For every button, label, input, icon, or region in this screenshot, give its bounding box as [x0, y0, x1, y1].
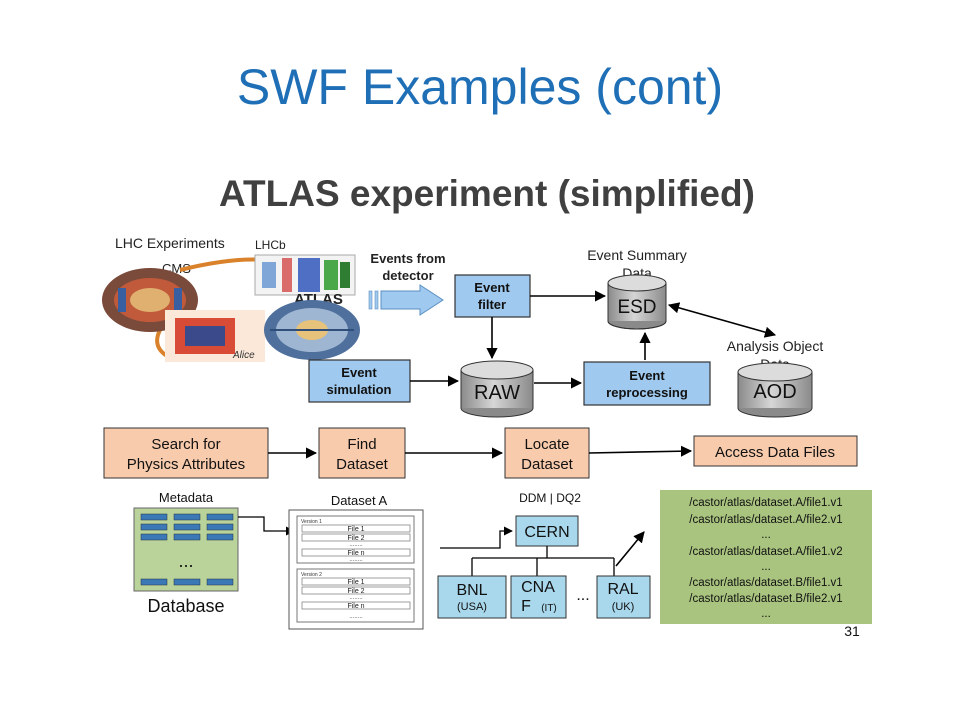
lhcb-label: LHCb — [255, 238, 286, 252]
metadata-label: Metadata — [159, 490, 214, 505]
raw-label: RAW — [474, 382, 520, 404]
slide-title: SWF Examples (cont) — [236, 59, 724, 115]
svg-text:........: ........ — [349, 595, 363, 601]
svg-text:File n: File n — [347, 603, 364, 610]
file-path-2: ... — [761, 529, 771, 541]
esd-caption-line1: Event Summary — [587, 247, 687, 263]
database-label: Database — [147, 596, 224, 616]
event-simulation-line2: simulation — [326, 382, 391, 397]
svg-text:Version 1: Version 1 — [301, 519, 322, 525]
svg-text:........: ........ — [349, 557, 363, 563]
alice-label: Alice — [232, 350, 255, 361]
file-path-6: /castor/atlas/dataset.B/file2.v1 — [689, 593, 842, 605]
event-filter-box — [454, 274, 531, 318]
aod-caption-line1: Analysis Object — [727, 338, 824, 354]
esd-cylinder — [607, 274, 667, 330]
access-data-files-box — [693, 435, 858, 467]
cnaf-sub-label: (IT) — [541, 603, 557, 614]
metadata-database — [133, 507, 239, 592]
search-line1: Search for — [151, 436, 220, 453]
svg-text:........: ........ — [349, 542, 363, 548]
locate-line2: Dataset — [521, 456, 574, 473]
svg-text:File n: File n — [347, 550, 364, 557]
event-simulation-box — [308, 359, 411, 403]
processing-flow-arrows — [410, 290, 777, 389]
ral-sub-label: (UK) — [612, 601, 635, 613]
ral-site-box — [596, 575, 651, 619]
alice-detector-image: Alice — [165, 310, 265, 362]
site-to-paths-arrow — [615, 531, 645, 567]
svg-text:........: ........ — [349, 614, 363, 620]
db-to-dataset-arrow — [238, 516, 295, 536]
file-path-3: /castor/atlas/dataset.A/file1.v2 — [689, 546, 842, 558]
locate-line1: Locate — [524, 436, 569, 453]
aod-label: AOD — [753, 381, 796, 403]
cern-site-box — [515, 515, 579, 547]
event-filter-line1: Event — [474, 280, 510, 295]
svg-text:File 2: File 2 — [347, 535, 364, 542]
detector-to-filter-arrow — [368, 284, 444, 316]
svg-text:File 2: File 2 — [347, 588, 364, 595]
atlas-detector-image — [264, 300, 360, 360]
dataset-version-2: Version 2 File 1 File 2 ........ File n … — [296, 568, 415, 623]
events-from-detector-line2: detector — [382, 268, 433, 283]
search-physics-box — [103, 427, 269, 479]
site-tree-lines — [471, 546, 615, 576]
aod-cylinder — [737, 362, 813, 418]
event-reprocessing-box — [583, 361, 711, 406]
find-line2: Dataset — [336, 456, 389, 473]
cnaf-label-line2: F — [521, 598, 531, 615]
bnl-site-box — [437, 575, 507, 619]
lhc-experiments-label: LHC Experiments — [115, 235, 225, 251]
figure-heading: ATLAS experiment (simplified) — [219, 173, 755, 214]
raw-cylinder — [460, 360, 534, 418]
svg-text:Version 2: Version 2 — [301, 572, 322, 578]
find-line1: Find — [347, 436, 376, 453]
cern-label: CERN — [524, 524, 569, 541]
event-reprocessing-line2: reprocessing — [606, 385, 688, 400]
file-path-4: ... — [761, 561, 771, 573]
database-ellipsis: ... — [178, 551, 193, 571]
file-paths-box — [660, 490, 872, 624]
events-from-detector-line1: Events from — [370, 251, 445, 266]
search-line2: Physics Attributes — [127, 456, 245, 473]
event-reprocessing-line1: Event — [629, 368, 665, 383]
ddm-label: DDM | DQ2 — [519, 491, 581, 505]
detector-photo-collage: LHC Experiments LHCb CMS ATLAS Ali — [102, 235, 360, 362]
event-filter-line2: filter — [478, 297, 506, 312]
svg-text:File 1: File 1 — [347, 526, 364, 533]
lhcb-detector-image — [254, 254, 356, 296]
locate-dataset-box — [504, 427, 590, 479]
ral-label: RAL — [607, 581, 638, 598]
file-path-5: /castor/atlas/dataset.B/file1.v1 — [689, 577, 842, 589]
dataset-a-label: Dataset A — [331, 493, 388, 508]
search-flow: Search for Physics Attributes Find Datas… — [103, 427, 858, 479]
cnaf-site-box — [510, 575, 567, 619]
bnl-label: BNL — [456, 582, 487, 599]
file-path-1: /castor/atlas/dataset.A/file2.v1 — [689, 514, 842, 526]
cnaf-label-line1: CNA — [521, 579, 555, 596]
dataset-version-1: Version 1 File 1 File 2 ........ File n … — [296, 515, 415, 564]
file-path-0: /castor/atlas/dataset.A/file1.v1 — [689, 497, 842, 509]
sites-ellipsis: ... — [576, 587, 589, 604]
esd-label: ESD — [617, 297, 656, 318]
bnl-sub-label: (USA) — [457, 601, 487, 613]
access-label: Access Data Files — [715, 444, 835, 461]
page-number: 31 — [844, 623, 860, 639]
event-simulation-line1: Event — [341, 365, 377, 380]
svg-text:File 1: File 1 — [347, 579, 364, 586]
file-path-7: ... — [761, 608, 771, 620]
file-paths-list: /castor/atlas/dataset.A/file1.v1 /castor… — [689, 497, 842, 620]
dataset-to-cern-arrow — [440, 526, 513, 549]
